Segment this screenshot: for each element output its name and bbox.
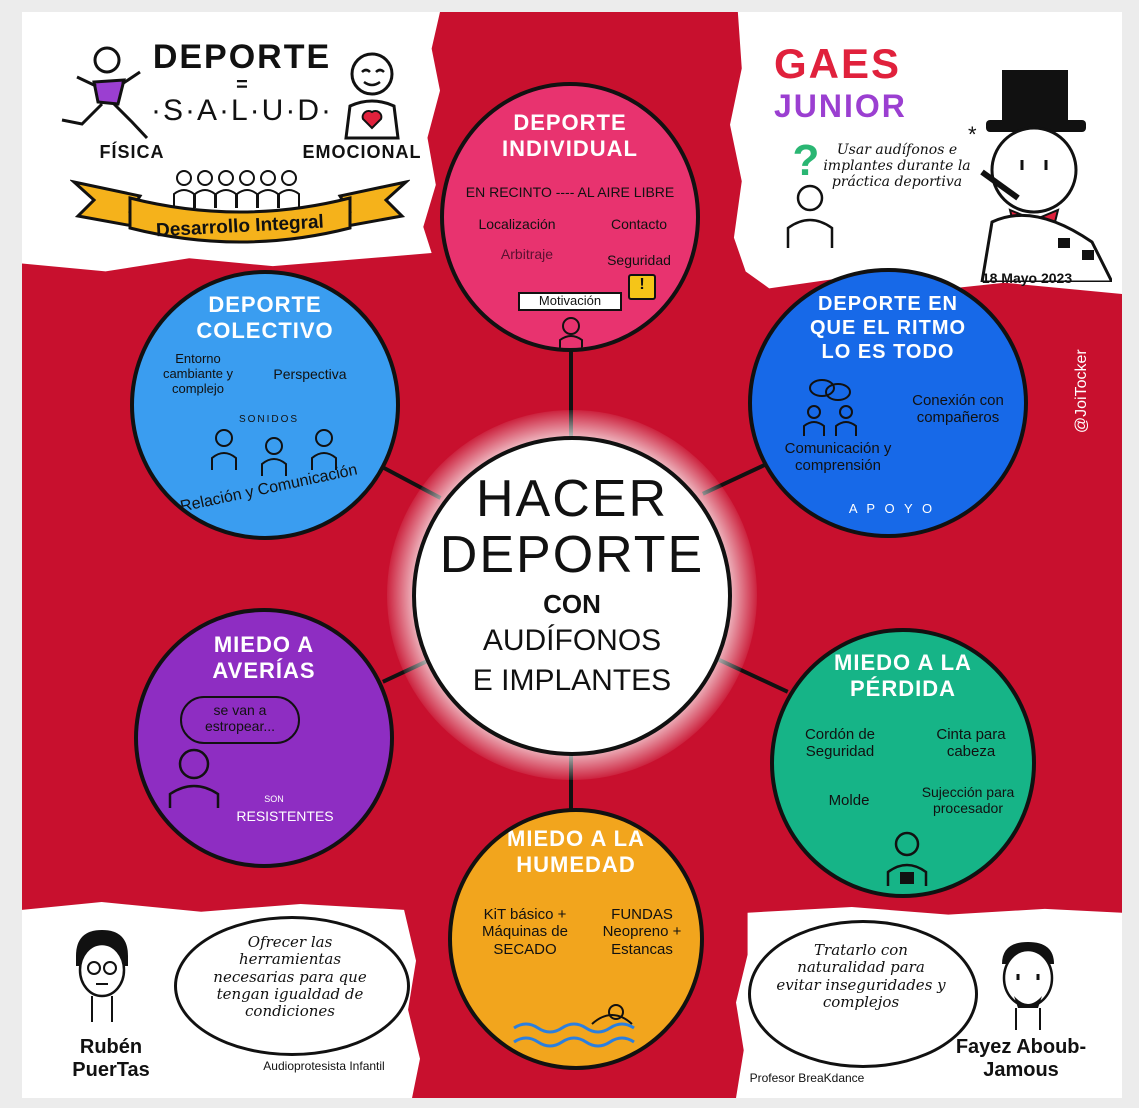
- ruben-name: Rubén PuerTas: [72, 1036, 150, 1081]
- averias-bubble: se van a estropear...: [180, 696, 300, 744]
- miedo-perdida-circle: MIEDO A LA PÉRDIDA Cordón de Seguridad C…: [770, 628, 1036, 898]
- colectivo-entorno: Entorno cambiante y complejo: [162, 351, 234, 396]
- ritmo-title: DEPORTE EN QUE EL RITMO LO ES TODO: [809, 293, 967, 363]
- conversation-people-icon: [803, 379, 857, 436]
- humedad-fundas: FUNDAS Neopreno + Estancas: [602, 906, 682, 958]
- fayez-role: Profesor BreaKdance: [749, 1071, 865, 1085]
- perdida-cinta: Cinta para cabeza: [936, 726, 1006, 761]
- ruben-role: Audioprotesista Infantil: [263, 1059, 385, 1073]
- equals-sign: =: [236, 74, 248, 96]
- motivation-person-icon: [559, 317, 583, 348]
- worried-person-icon: [168, 748, 220, 808]
- fayez-quote: Tratarlo con naturalidad para evitar ins…: [776, 941, 946, 1011]
- colectivo-sonidos: SONIDOS: [238, 414, 300, 425]
- ruben-quote: Ofrecer las herramientas necesarias para…: [213, 933, 367, 1020]
- colectivo-title: DEPORTE COLECTIVO: [196, 292, 334, 344]
- question-mark-icon: ?: [792, 136, 820, 185]
- center-implantes: E IMPLANTES: [472, 664, 672, 697]
- magician-icon: *: [968, 70, 1112, 282]
- deporte-colectivo-circle: DEPORTE COLECTIVO Entorno cambiante y co…: [130, 270, 400, 540]
- spoke-top: [569, 342, 573, 442]
- miedo-averias-circle: MIEDO A AVERÍAS se van a estropear... SO…: [134, 608, 394, 868]
- individual-title: DEPORTE INDIVIDUAL: [502, 110, 638, 162]
- fayez-portrait-icon: [1002, 942, 1054, 1030]
- sketchnote-board: DEPORTE = ·S·A·L·U·D· FÍSICA EMOCIONAL D…: [22, 12, 1122, 1098]
- warning-icon: !: [628, 274, 656, 300]
- individual-localizacion: Localización: [478, 216, 556, 232]
- ritmo-conexion: Conexión con compañeros: [912, 392, 1004, 427]
- people-communication-icon: [211, 429, 337, 476]
- deporte-individual-circle: DEPORTE INDIVIDUAL EN RECINTO ---- AL AI…: [440, 82, 700, 352]
- running-figure-icon: [61, 46, 149, 140]
- individual-seguridad: Seguridad: [607, 252, 671, 268]
- averias-title: MIEDO A AVERÍAS: [212, 632, 316, 684]
- humedad-kit: KiT básico + Máquinas de SECADO: [482, 906, 568, 958]
- center-deporte: DEPORTE: [439, 526, 705, 584]
- ritmo-comunicacion: Comunicación y comprensión: [784, 440, 892, 475]
- brand-gaes: GAES: [774, 40, 902, 87]
- question-text: Usar audífonos e implantes durante la pr…: [823, 142, 971, 191]
- center-con: CON: [543, 589, 601, 619]
- deporte-heading: DEPORTE: [152, 38, 332, 76]
- emocional-label: EMOCIONAL: [302, 142, 422, 162]
- center-hacer: HACER: [475, 470, 669, 528]
- author-watermark: @JoiTocker: [1072, 349, 1090, 434]
- perdida-sujeccion: Sujección para procesador: [921, 784, 1015, 817]
- happy-face-heart-icon: [344, 52, 400, 140]
- individual-contacto: Contacto: [610, 216, 668, 232]
- fisica-label: FÍSICA: [99, 142, 165, 162]
- perdida-cordon: Cordón de Seguridad: [804, 726, 876, 761]
- individual-motivacion: Motivación: [518, 292, 622, 311]
- miedo-humedad-circle: MIEDO A LA HUMEDAD KiT básico + Máquinas…: [448, 808, 704, 1070]
- deporte-ritmo-circle: DEPORTE EN QUE EL RITMO LO ES TODO Conex…: [748, 268, 1028, 538]
- perdida-title: MIEDO A LA PÉRDIDA: [834, 650, 972, 702]
- group-people-icon: [173, 170, 300, 208]
- ritmo-apoyo: A P O Y O: [848, 501, 936, 516]
- fayez-name: Fayez Aboub-Jamous: [955, 1036, 1087, 1081]
- thinking-person-icon: [786, 184, 834, 248]
- date-label: 18 Mayo 2023: [981, 270, 1073, 286]
- salud-heading: ·S·A·L·U·D·: [151, 94, 333, 127]
- humedad-title: MIEDO A LA HUMEDAD: [507, 826, 645, 878]
- ruben-portrait-icon: [76, 930, 128, 1022]
- center-circle: HACER DEPORTE CON AUDÍFONOS E IMPLANTES: [412, 436, 732, 756]
- banner-ribbon-icon: [70, 179, 410, 244]
- averias-resistentes: RESISTENTES: [236, 808, 334, 824]
- averias-son: SON: [264, 794, 284, 804]
- individual-arbitraje: Arbitraje: [500, 246, 554, 262]
- brand-junior: JUNIOR: [774, 88, 907, 124]
- svg-text:*: *: [968, 122, 977, 147]
- individual-recinto: EN RECINTO ---- AL AIRE LIBRE: [465, 184, 675, 200]
- center-audifonos: AUDÍFONOS: [482, 624, 662, 657]
- fayez-speech-bubble: [748, 920, 978, 1068]
- colectivo-perspectiva: Perspectiva: [273, 366, 347, 382]
- perdida-molde: Molde: [828, 792, 870, 809]
- locked-person-icon: [886, 831, 928, 886]
- ruben-speech-bubble: [174, 916, 410, 1056]
- swimmer-water-icon: [513, 1004, 635, 1048]
